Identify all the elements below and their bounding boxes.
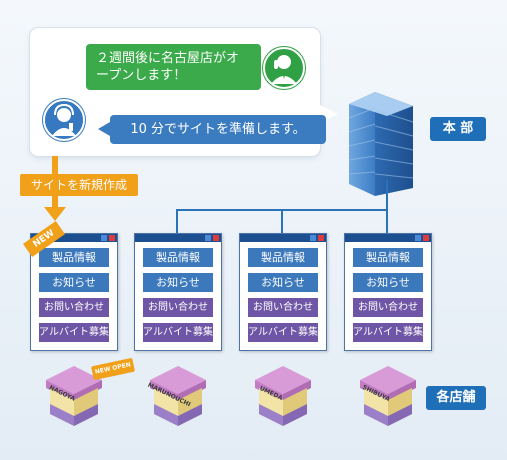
window-titlebar — [31, 234, 117, 242]
menu-jobs-button[interactable]: アルバイト募集 — [39, 323, 109, 342]
menu-contact-button[interactable]: お問い合わせ — [39, 298, 109, 317]
office-building-icon — [345, 84, 417, 208]
store-building-icon — [255, 366, 311, 426]
store-nagoya: NAGOYA — [40, 364, 108, 430]
store-building-icon — [360, 366, 416, 426]
menu-products-button[interactable]: 製品情報 — [143, 248, 213, 267]
hq-connector — [386, 180, 388, 210]
store-umeda: UMEDA — [249, 364, 317, 430]
store-marunouchi: MARUNOUCHI — [144, 364, 212, 430]
create-site-label: サイトを新規作成 — [20, 174, 138, 196]
window-minimize-icon[interactable] — [415, 235, 421, 241]
menu-news-button[interactable]: お知らせ — [39, 273, 109, 292]
window-minimize-icon[interactable] — [310, 235, 316, 241]
store-shibuya: SHIBUYA — [354, 364, 422, 430]
menu-contact-button[interactable]: お問い合わせ — [353, 298, 423, 317]
menu-products-button[interactable]: 製品情報 — [248, 248, 318, 267]
menu-jobs-button[interactable]: アルバイト募集 — [143, 323, 213, 342]
headquarters-label: 本 部 — [430, 117, 486, 141]
menu-contact-button[interactable]: お問い合わせ — [248, 298, 318, 317]
stores-label: 各店舗 — [426, 386, 486, 410]
window-titlebar — [135, 234, 221, 242]
connector-store-3 — [281, 209, 283, 233]
site-window-4: 製品情報 お知らせ お問い合わせ アルバイト募集 — [344, 233, 432, 351]
create-arrow-stem — [52, 196, 58, 208]
menu-jobs-button[interactable]: アルバイト募集 — [248, 323, 318, 342]
connector-store-4 — [386, 209, 388, 233]
green-speech-bubble: ２週間後に名古屋店がオープンします！ — [86, 44, 261, 90]
window-close-icon[interactable] — [213, 235, 219, 241]
window-titlebar — [240, 234, 326, 242]
menu-products-button[interactable]: 製品情報 — [39, 248, 109, 267]
blue-speech-bubble: 10 分でサイトを準備します。 — [110, 115, 326, 144]
menu-jobs-button[interactable]: アルバイト募集 — [353, 323, 423, 342]
menu-products-button[interactable]: 製品情報 — [353, 248, 423, 267]
create-arrow-stem-top — [52, 156, 58, 174]
window-minimize-icon[interactable] — [205, 235, 211, 241]
new-open-badge: NEW OPEN — [91, 357, 135, 381]
create-arrow-head — [44, 207, 66, 221]
window-close-icon[interactable] — [109, 235, 115, 241]
window-minimize-icon[interactable] — [101, 235, 107, 241]
businessman-phone-icon — [262, 46, 306, 90]
window-close-icon[interactable] — [318, 235, 324, 241]
operator-headset-icon — [42, 98, 86, 142]
menu-contact-button[interactable]: お問い合わせ — [143, 298, 213, 317]
window-titlebar — [345, 234, 431, 242]
store-building-icon — [150, 366, 206, 426]
connector-store-2 — [176, 209, 178, 233]
site-window-3: 製品情報 お知らせ お問い合わせ アルバイト募集 — [239, 233, 327, 351]
menu-news-button[interactable]: お知らせ — [248, 273, 318, 292]
menu-news-button[interactable]: お知らせ — [353, 273, 423, 292]
window-close-icon[interactable] — [423, 235, 429, 241]
green-bubble-tail — [238, 58, 250, 72]
site-window-1: 製品情報 お知らせ お問い合わせ アルバイト募集 — [30, 233, 118, 351]
menu-news-button[interactable]: お知らせ — [143, 273, 213, 292]
blue-bubble-tail — [98, 122, 110, 136]
site-window-2: 製品情報 お知らせ お問い合わせ アルバイト募集 — [134, 233, 222, 351]
store-building-icon — [46, 366, 102, 426]
